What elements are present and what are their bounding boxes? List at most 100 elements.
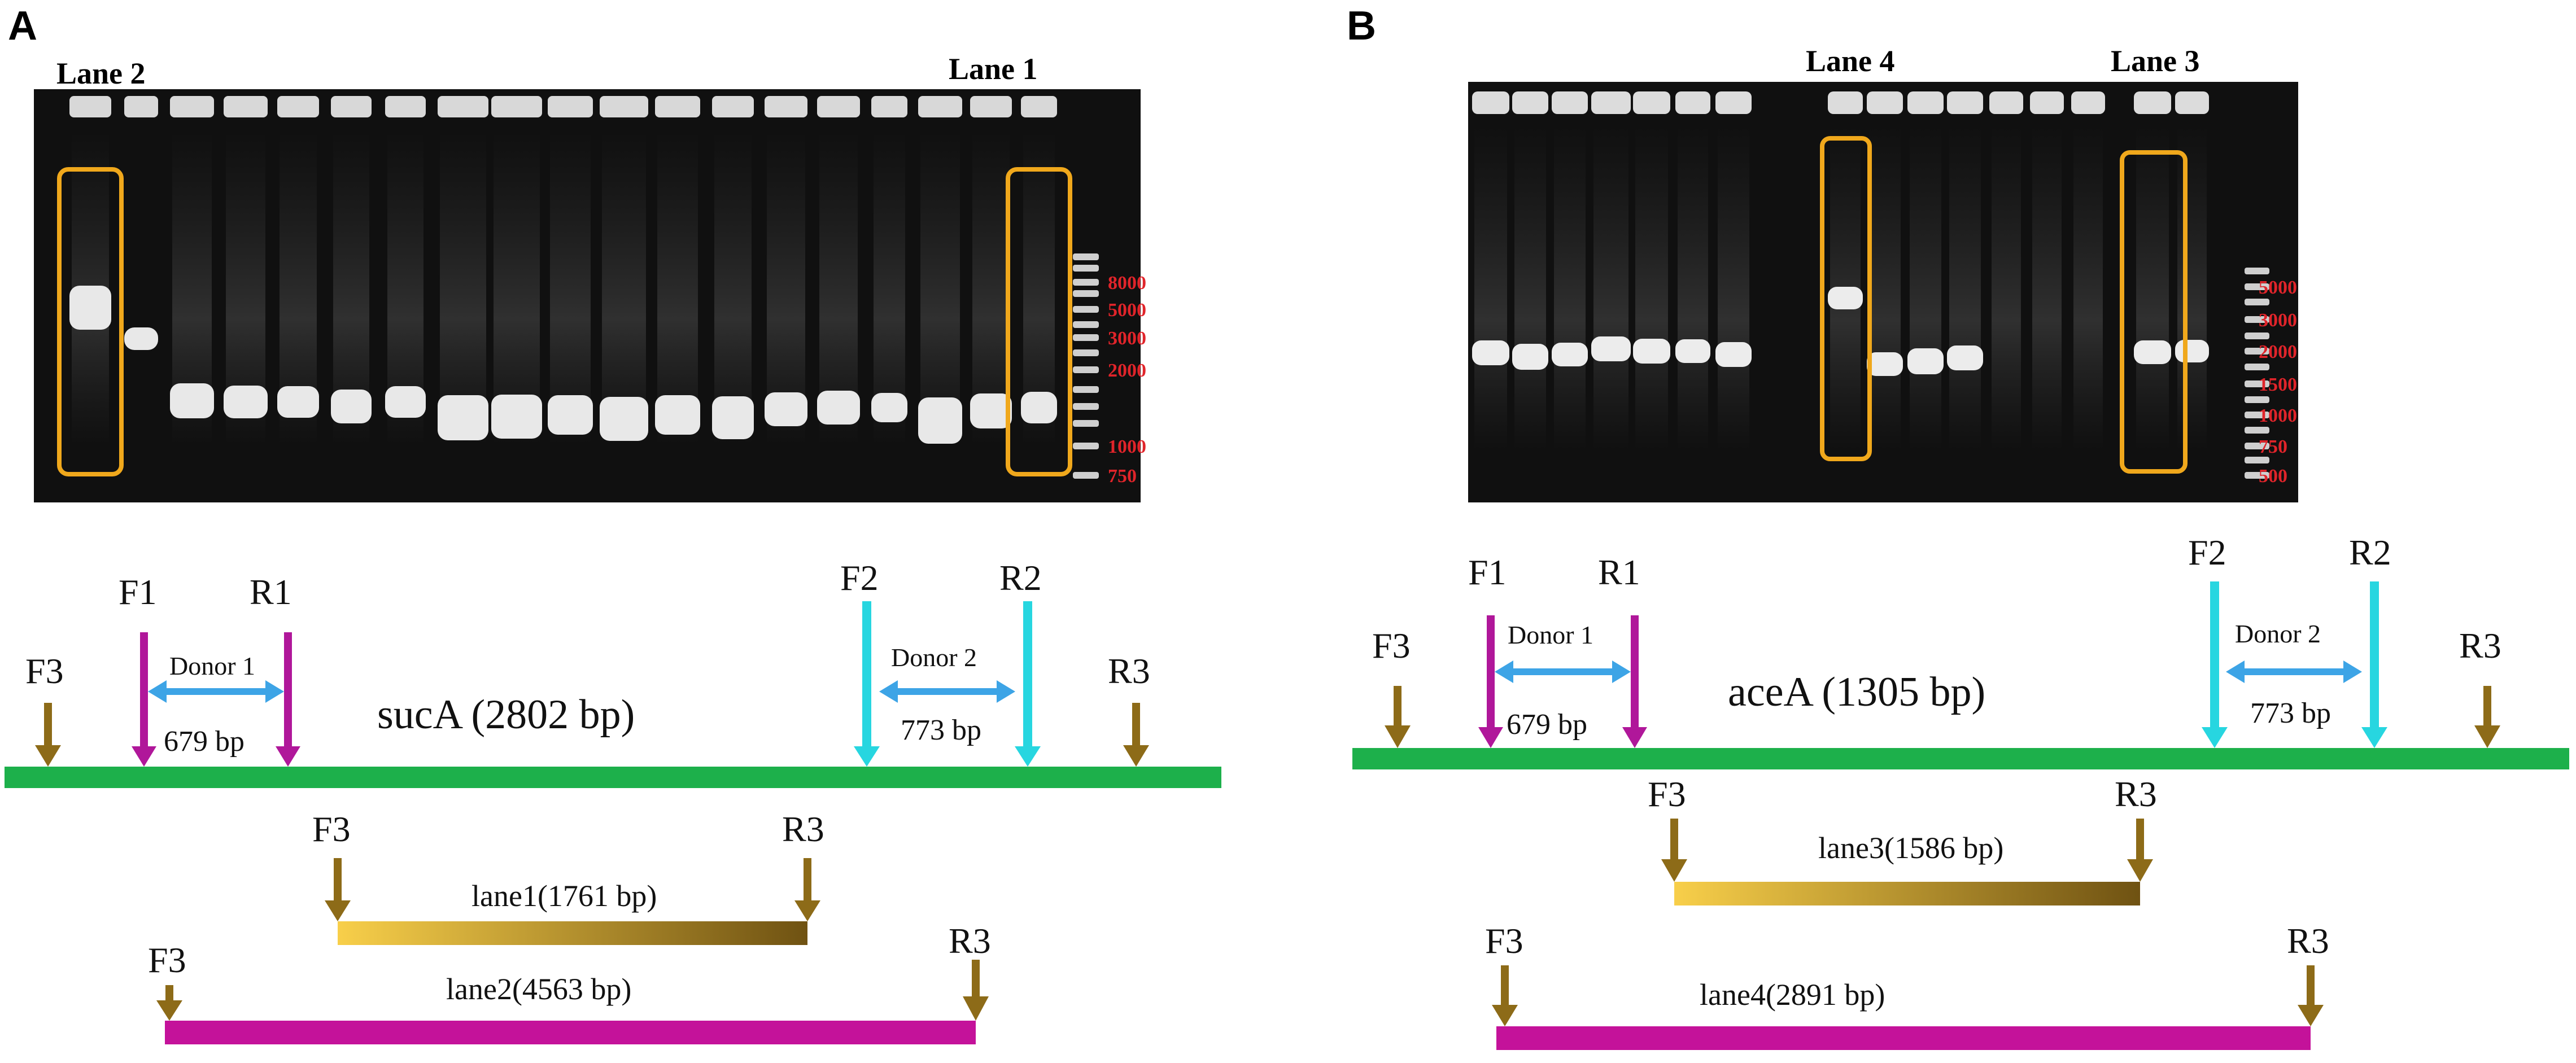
donor-2-arrow: [879, 680, 1015, 703]
gel-a-highlight-lane-2: [57, 167, 124, 476]
product-lane4-primers: [1492, 965, 2324, 1026]
panel-b-letter: B: [1347, 3, 1376, 49]
gel-b-well: [1591, 91, 1631, 114]
gel-b-band: [1472, 340, 1509, 365]
gel-b-well: [1675, 91, 1710, 114]
donor-1-size: 679 bp: [164, 725, 244, 758]
primer-f2-label: F2: [840, 558, 879, 598]
gel-a-well: [1021, 96, 1057, 117]
product-lane2-bar: [165, 1021, 976, 1044]
gel-a-lanes: [69, 96, 1057, 446]
gel-b-ladder-band: [2245, 380, 2269, 387]
gel-a-well: [124, 96, 158, 117]
gel-a-ladder-band: [1073, 279, 1099, 286]
gel-a-band: [918, 397, 962, 444]
gel-a-smear: [550, 130, 591, 446]
gel-a-well: [69, 96, 111, 117]
product-lane2-f3-label: F3: [148, 940, 186, 980]
primer-f3-label: F3: [25, 651, 64, 691]
primer-f1-arrow: [132, 632, 156, 767]
gel-a-well: [491, 96, 542, 117]
gel-b-marker-label: 2000: [2259, 342, 2297, 362]
product-lane1-primers: [325, 858, 820, 921]
gel-a-well: [712, 96, 754, 117]
gel-b-band: [1828, 287, 1863, 309]
gel-a-band: [385, 386, 426, 418]
primer-f3-arrow: [35, 703, 61, 767]
gel-a-band: [1021, 392, 1057, 423]
gel-a-well: [970, 96, 1012, 117]
gel-a-band: [277, 386, 319, 418]
gel-b-band: [2134, 340, 2171, 364]
gel-b-smear: [1869, 124, 1901, 452]
gel-b-well: [1947, 91, 1983, 114]
product-lane3-label: lane3(1586 bp): [1818, 831, 2003, 865]
gel-a-marker-label: 750: [1108, 466, 1137, 487]
gel-b-smear: [1678, 124, 1708, 452]
gel-b-band: [1715, 342, 1752, 367]
gel-b-smear: [1593, 124, 1628, 452]
gel-a-well: [385, 96, 426, 117]
gel-b-well: [1552, 91, 1588, 114]
gel-a-ladder-band: [1073, 265, 1099, 272]
gel-a-band: [331, 390, 372, 423]
gel-b-well: [1867, 91, 1903, 114]
gene-label-acea: aceA (1305 bp): [1728, 669, 1985, 715]
gel-b-well: [2175, 91, 2209, 114]
gene-line-acea: [1352, 748, 2569, 769]
donor-2-label-b: Donor 2: [2235, 619, 2321, 648]
primer-f2-arrow: [854, 601, 880, 767]
donor-2-size-b: 773 bp: [2250, 697, 2331, 729]
gel-b-well: [1512, 91, 1548, 114]
gel-a-band: [548, 395, 593, 435]
gel-b-smear: [1910, 124, 1941, 452]
gel-a-well: [277, 96, 319, 117]
gel-b-highlight-lane-3: [2120, 150, 2188, 474]
gel-a-marker-label: 2000: [1108, 360, 1146, 381]
gel-a-well: [765, 96, 807, 117]
gel-a-smear: [972, 130, 1010, 446]
gel-b-smear: [1635, 124, 1668, 452]
gel-b-highlight-lane-4: [1820, 136, 1872, 461]
gel-b-marker-label: 3000: [2259, 310, 2297, 331]
gel-b-smear: [1514, 124, 1546, 452]
product-lane1-f3-label: F3: [312, 809, 351, 849]
primer-r1-label-b: R1: [1598, 552, 1640, 592]
gel-a-well: [438, 96, 488, 117]
donor-1-label-b: Donor 1: [1508, 620, 1593, 649]
donor-1-arrow-b: [1495, 660, 1631, 683]
donor-2-size: 773 bp: [901, 714, 981, 746]
gel-a-highlight-lane-1: [1006, 167, 1072, 476]
gel-a-marker-label: 5000: [1108, 300, 1146, 321]
gel-b-smear: [2073, 124, 2103, 452]
gel-a-well: [224, 96, 268, 117]
primer-r1-label: R1: [250, 572, 292, 612]
gel-a-band: [871, 393, 907, 422]
gel-b-band: [1947, 345, 1983, 370]
gel-a-band: [655, 395, 700, 435]
gel-a-well: [655, 96, 700, 117]
gel-b-well: [2134, 91, 2171, 114]
gel-a-smear: [657, 130, 698, 446]
primer-f2-arrow-b: [2202, 581, 2228, 748]
product-lane2-label: lane2(4563 bp): [446, 972, 631, 1006]
primer-r2-arrow-b: [2361, 581, 2387, 748]
gel-b-band: [1633, 339, 1670, 364]
gel-b-smear: [1474, 124, 1507, 452]
gel-a-well: [871, 96, 907, 117]
gel-a-well: [817, 96, 860, 117]
gel-a-smear: [920, 130, 960, 446]
gel-a-band: [69, 286, 111, 330]
gel-a-smear: [494, 130, 540, 446]
gel-a-well: [331, 96, 372, 117]
gel-a-band: [124, 327, 158, 350]
primer-r2-label-b: R2: [2349, 532, 2391, 572]
gel-a-band: [438, 395, 488, 440]
product-lane3-f3-label: F3: [1648, 774, 1686, 814]
gel-b-ladder-band: [2245, 443, 2269, 449]
gel-b-marker-label: 1000: [2259, 405, 2297, 426]
donor-1-label: Donor 1: [169, 651, 255, 680]
